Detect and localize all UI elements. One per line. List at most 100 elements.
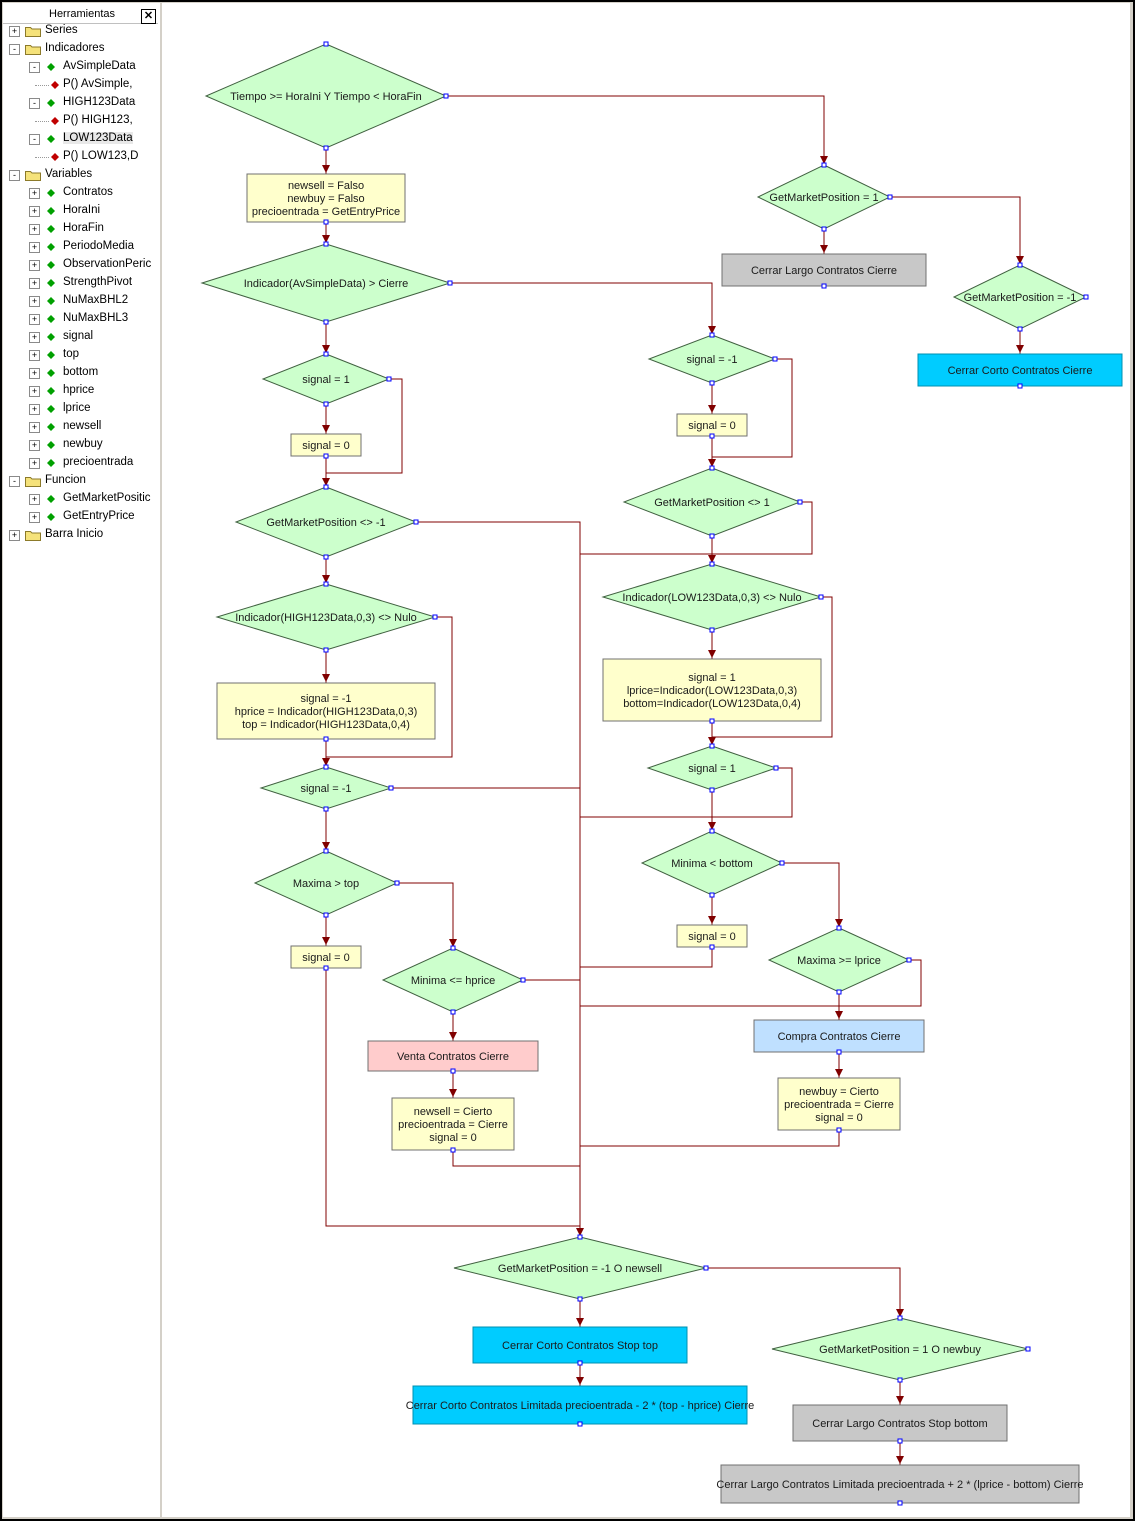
flow-node-a2[interactable]: Cerrar Corto Contratos Cierre xyxy=(917,353,1123,389)
connection-port[interactable] xyxy=(323,453,329,459)
connection-port[interactable] xyxy=(432,614,438,620)
flow-node-d15[interactable]: Minima < bottom xyxy=(640,828,785,898)
tree-item-series[interactable]: +Series xyxy=(3,22,158,40)
flow-node-d18[interactable]: GetMarketPosition = 1 O newbuy xyxy=(771,1315,1031,1383)
flowchart-canvas[interactable]: Tiempo >= HoraIni Y Tiempo < HoraFin news… xyxy=(162,3,1130,1517)
connection-port[interactable] xyxy=(821,226,827,232)
flow-node-a5[interactable]: Cerrar Corto Contratos Stop top xyxy=(472,1326,688,1366)
connection-port[interactable] xyxy=(897,1315,903,1321)
connection-port[interactable] xyxy=(818,594,824,600)
flow-node-p6[interactable]: signal = 0 xyxy=(290,945,362,971)
flow-node-p3[interactable]: signal = 0 xyxy=(676,413,748,439)
connection-port[interactable] xyxy=(897,1377,903,1383)
tree-item-bottom[interactable]: +bottom xyxy=(3,364,158,382)
flow-node-a7[interactable]: Cerrar Largo Contratos Stop bottom xyxy=(792,1404,1008,1444)
collapse-icon[interactable]: - xyxy=(29,98,40,109)
connection-port[interactable] xyxy=(897,1500,903,1506)
connection-port[interactable] xyxy=(709,380,715,386)
connection-port[interactable] xyxy=(323,848,329,854)
connection-port[interactable] xyxy=(577,1296,583,1302)
flow-node-d2[interactable]: GetMarketPosition = 1 xyxy=(756,162,893,232)
tree-item-horafin[interactable]: +HoraFin xyxy=(3,220,158,238)
tree-item-getentryprice[interactable]: +GetEntryPrice xyxy=(3,508,158,526)
connection-port[interactable] xyxy=(772,356,778,362)
connection-port[interactable] xyxy=(323,219,329,225)
flow-node-d16[interactable]: Maxima >= lprice xyxy=(767,925,912,995)
tree-item-signal[interactable]: +signal xyxy=(3,328,158,346)
tree-item-numaxbhl2[interactable]: +NuMaxBHL2 xyxy=(3,292,158,310)
tree-item-strengthpivot[interactable]: +StrengthPivot xyxy=(3,274,158,292)
tree-item-numaxbhl3[interactable]: +NuMaxBHL3 xyxy=(3,310,158,328)
expand-icon[interactable]: + xyxy=(29,224,40,235)
tree-item-lprice[interactable]: +lprice xyxy=(3,400,158,418)
expand-icon[interactable]: + xyxy=(29,368,40,379)
expand-icon[interactable]: + xyxy=(29,242,40,253)
flow-node-p8[interactable]: signal = 0 xyxy=(676,924,748,950)
connection-port[interactable] xyxy=(413,519,419,525)
connection-port[interactable] xyxy=(709,743,715,749)
connection-port[interactable] xyxy=(323,965,329,971)
flow-node-d4[interactable]: Indicador(AvSimpleData) > Cierre xyxy=(200,241,453,325)
connection-port[interactable] xyxy=(1083,294,1089,300)
flow-node-d8[interactable]: GetMarketPosition <> 1 xyxy=(622,465,803,539)
collapse-icon[interactable]: - xyxy=(9,476,20,487)
close-icon[interactable]: ✕ xyxy=(141,9,156,24)
connection-port[interactable] xyxy=(709,718,715,724)
connection-port[interactable] xyxy=(709,627,715,633)
connection-port[interactable] xyxy=(323,401,329,407)
connection-port[interactable] xyxy=(577,1360,583,1366)
connection-port[interactable] xyxy=(394,880,400,886)
tree-item-contratos[interactable]: +Contratos xyxy=(3,184,158,202)
connection-port[interactable] xyxy=(1025,1346,1031,1352)
connection-port[interactable] xyxy=(887,194,893,200)
collapse-icon[interactable]: - xyxy=(29,134,40,145)
expand-icon[interactable]: + xyxy=(29,206,40,217)
connection-port[interactable] xyxy=(906,957,912,963)
expand-icon[interactable]: + xyxy=(29,512,40,523)
flow-node-d3[interactable]: GetMarketPosition = -1 xyxy=(952,262,1089,332)
flow-node-d10[interactable]: Indicador(LOW123Data,0,3) <> Nulo xyxy=(601,561,824,633)
connection-port[interactable] xyxy=(703,1265,709,1271)
connection-port[interactable] xyxy=(836,1127,842,1133)
tree-item-horaini[interactable]: +HoraIni xyxy=(3,202,158,220)
connection-port[interactable] xyxy=(323,484,329,490)
connection-port[interactable] xyxy=(836,925,842,931)
tree-item-p-low123-d[interactable]: P() LOW123,D xyxy=(3,148,158,166)
tree-item-avsimpledata[interactable]: -AvSimpleData xyxy=(3,58,158,76)
expand-icon[interactable]: + xyxy=(29,440,40,451)
collapse-icon[interactable]: - xyxy=(29,62,40,73)
connection-port[interactable] xyxy=(1017,383,1023,389)
tree-item-funcion[interactable]: -Funcion xyxy=(3,472,158,490)
flow-node-d14[interactable]: Minima <= hprice xyxy=(381,945,526,1015)
flow-node-d1[interactable]: Tiempo >= HoraIni Y Tiempo < HoraFin xyxy=(204,41,449,151)
expand-icon[interactable]: + xyxy=(29,332,40,343)
connection-port[interactable] xyxy=(323,351,329,357)
connection-port[interactable] xyxy=(577,1421,583,1427)
connection-port[interactable] xyxy=(709,944,715,950)
connection-port[interactable] xyxy=(836,1049,842,1055)
expand-icon[interactable]: + xyxy=(29,296,40,307)
connection-port[interactable] xyxy=(323,764,329,770)
collapse-icon[interactable]: - xyxy=(9,44,20,55)
connection-port[interactable] xyxy=(709,828,715,834)
tree-item-barra-inicio[interactable]: +Barra Inicio xyxy=(3,526,158,544)
tree-item-getmarketpositic[interactable]: +GetMarketPositic xyxy=(3,490,158,508)
connection-port[interactable] xyxy=(709,561,715,567)
flow-node-p5[interactable]: signal = 1lprice=Indicador(LOW123Data,0,… xyxy=(602,658,822,724)
flow-node-a4[interactable]: Compra Contratos Cierre xyxy=(753,1019,925,1055)
connection-port[interactable] xyxy=(450,1147,456,1153)
connection-port[interactable] xyxy=(323,145,329,151)
connection-port[interactable] xyxy=(709,787,715,793)
tree-item-indicadores[interactable]: -Indicadores xyxy=(3,40,158,58)
tree-item-observationperic[interactable]: +ObservationPeric xyxy=(3,256,158,274)
tree-item-p-avsimple[interactable]: P() AvSimple, xyxy=(3,76,158,94)
connection-port[interactable] xyxy=(323,736,329,742)
tree-item-top[interactable]: +top xyxy=(3,346,158,364)
expand-icon[interactable]: + xyxy=(29,188,40,199)
connection-port[interactable] xyxy=(709,533,715,539)
expand-icon[interactable]: + xyxy=(29,260,40,271)
